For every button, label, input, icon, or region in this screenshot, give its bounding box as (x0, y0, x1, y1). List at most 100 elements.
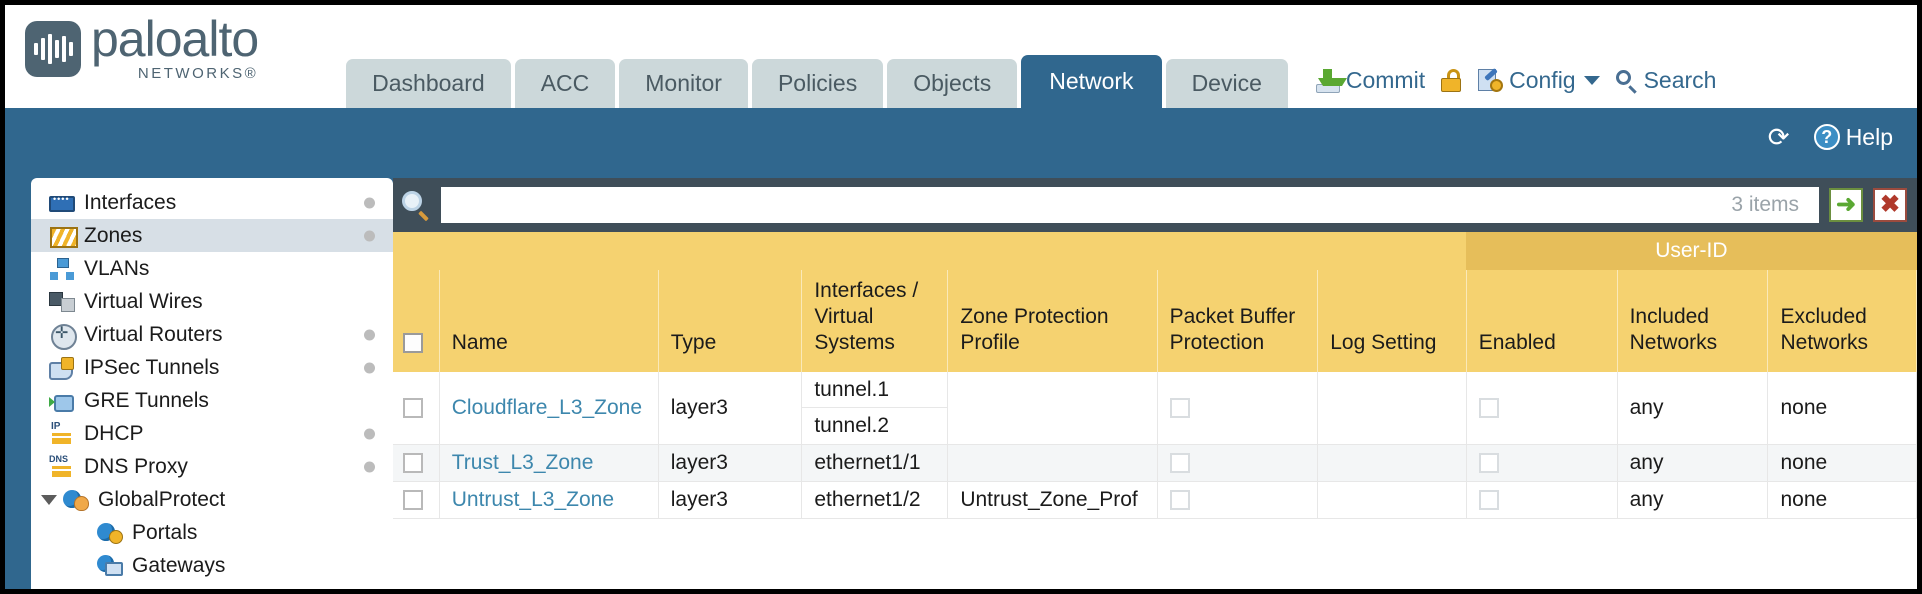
main-nav-tabs: Dashboard ACC Monitor Policies Objects N… (346, 55, 1288, 108)
interface-item: tunnel.2 (814, 414, 890, 437)
sidebar-item-dhcp[interactable]: DHCP (31, 417, 393, 450)
table-row[interactable]: Cloudflare_L3_Zone layer3 tunnel.1 tunne… (393, 372, 1917, 445)
tab-monitor[interactable]: Monitor (619, 59, 748, 108)
column-header-type[interactable]: Type (658, 270, 803, 372)
sidebar-item-label: VLANs (84, 256, 150, 280)
cell-included-networks: any (1617, 481, 1769, 519)
unlock-icon (1441, 69, 1462, 92)
sidebar-item-vlans[interactable]: VLANs (31, 252, 393, 285)
cell-interfaces: tunnel.1 tunnel.2 (801, 372, 949, 445)
interfaces-icon (49, 194, 75, 212)
row-select-checkbox[interactable] (403, 453, 423, 474)
virtual-wires-icon (49, 291, 75, 313)
column-header-name[interactable]: Name (439, 270, 659, 372)
cell-name: Cloudflare_L3_Zone (439, 372, 659, 445)
sidebar-item-label: Gateways (132, 553, 226, 577)
sidebar-item-ipsec-tunnels[interactable]: IPSec Tunnels (31, 351, 393, 384)
sidebar-item-label: GlobalProtect (98, 487, 226, 511)
sidebar-item-globalprotect[interactable]: GlobalProtect (31, 483, 393, 516)
cell-packet-buffer-protection (1157, 444, 1319, 482)
tab-objects[interactable]: Objects (887, 59, 1018, 108)
chevron-down-icon (1583, 76, 1600, 85)
column-header-excluded-networks[interactable]: Excluded Networks (1767, 270, 1917, 372)
gre-tunnels-icon (49, 390, 75, 412)
select-all-checkbox[interactable] (403, 333, 423, 354)
unlock-button[interactable] (1441, 69, 1462, 92)
refresh-icon[interactable]: ⟳ (1767, 122, 1790, 152)
commit-label: Commit (1345, 67, 1426, 93)
group-header-userid: User-ID (1466, 232, 1917, 270)
userid-enabled-checkbox[interactable] (1478, 453, 1499, 474)
userid-enabled-checkbox[interactable] (1478, 398, 1499, 419)
userid-enabled-checkbox[interactable] (1478, 490, 1499, 511)
zone-link[interactable]: Untrust_L3_Zone (451, 488, 615, 511)
tab-policies[interactable]: Policies (751, 59, 884, 108)
cell-interfaces: ethernet1/1 (801, 444, 949, 482)
config-menu-button[interactable]: Config (1478, 67, 1600, 94)
status-dot (364, 362, 375, 373)
main-content: 3 items ➜ ✖ (393, 178, 1917, 589)
sidebar-item-portals[interactable]: Portals (31, 516, 393, 549)
sidebar-item-label: Virtual Wires (84, 289, 203, 313)
zone-link[interactable]: Cloudflare_L3_Zone (451, 396, 643, 419)
cell-included-networks: any (1617, 372, 1769, 445)
expander-triangle-icon[interactable] (41, 494, 57, 505)
column-header-zone-protection-profile[interactable]: Zone Protection Profile (947, 270, 1158, 372)
packet-buffer-protection-checkbox[interactable] (1169, 490, 1190, 511)
column-header-log-setting[interactable]: Log Setting (1317, 270, 1467, 372)
row-select-cell (393, 444, 440, 482)
column-header-interfaces[interactable]: Interfaces / Virtual Systems (801, 270, 949, 372)
row-select-cell (393, 481, 440, 519)
sidebar-item-dns-proxy[interactable]: DNS Proxy (31, 450, 393, 483)
commit-button[interactable]: Commit (1315, 67, 1426, 94)
cell-excluded-networks: none (1767, 481, 1917, 519)
header-actions: Commit Config Search (1315, 67, 1717, 108)
cell-included-networks: any (1617, 444, 1769, 482)
sidebar-item-label: DHCP (84, 421, 144, 445)
sidebar-item-gre-tunnels[interactable]: GRE Tunnels (31, 384, 393, 417)
dns-proxy-icon (49, 454, 75, 478)
table-body: Cloudflare_L3_Zone layer3 tunnel.1 tunne… (393, 372, 1917, 519)
packet-buffer-protection-checkbox[interactable] (1169, 398, 1190, 419)
cell-zone-protection-profile (947, 372, 1158, 445)
cell-excluded-networks: none (1767, 372, 1917, 445)
column-header-packet-buffer-protection[interactable]: Packet Buffer Protection (1157, 270, 1319, 372)
group-header-spacer (393, 232, 1467, 270)
config-icon (1478, 67, 1504, 92)
cell-zone-protection-profile: Untrust_Zone_Prof (947, 481, 1158, 519)
apply-filter-button[interactable]: ➜ (1829, 188, 1863, 222)
search-button[interactable]: Search (1615, 67, 1717, 94)
search-label: Search (1643, 67, 1717, 93)
clear-filter-button[interactable]: ✖ (1873, 188, 1907, 222)
sidebar-item-interfaces[interactable]: Interfaces (31, 186, 393, 219)
filter-toolbar: 3 items ➜ ✖ (393, 178, 1917, 232)
tab-acc[interactable]: ACC (514, 59, 616, 108)
tab-dashboard[interactable]: Dashboard (346, 59, 511, 108)
portals-icon (97, 522, 123, 544)
table-row[interactable]: Untrust_L3_Zone layer3 ethernet1/2 Untru… (393, 481, 1917, 519)
sub-toolbar: ⟳ ? Help (5, 108, 1917, 166)
sidebar-item-virtual-routers[interactable]: Virtual Routers (31, 318, 393, 351)
cell-userid-enabled (1466, 372, 1618, 445)
tab-device[interactable]: Device (1165, 59, 1288, 108)
tab-network[interactable]: Network (1021, 55, 1162, 108)
search-input[interactable]: 3 items (441, 187, 1819, 223)
cell-packet-buffer-protection (1157, 481, 1319, 519)
sidebar-item-virtual-wires[interactable]: Virtual Wires (31, 285, 393, 318)
zone-link[interactable]: Trust_L3_Zone (451, 451, 594, 474)
cell-log-setting (1317, 481, 1467, 519)
column-header-enabled[interactable]: Enabled (1466, 270, 1618, 372)
dhcp-icon (49, 421, 75, 445)
magnifier-icon[interactable] (401, 190, 431, 222)
row-select-checkbox[interactable] (403, 398, 423, 419)
packet-buffer-protection-checkbox[interactable] (1169, 453, 1190, 474)
column-header-included-networks[interactable]: Included Networks (1617, 270, 1769, 372)
help-button[interactable]: ? Help (1813, 124, 1893, 151)
cell-userid-enabled (1466, 444, 1618, 482)
cell-name: Trust_L3_Zone (439, 444, 659, 482)
sidebar-item-zones[interactable]: Zones (31, 219, 393, 252)
row-select-checkbox[interactable] (403, 490, 423, 511)
table-row[interactable]: Trust_L3_Zone layer3 ethernet1/1 (393, 444, 1917, 482)
cell-type: layer3 (658, 444, 803, 482)
sidebar-item-gateways[interactable]: Gateways (31, 549, 393, 582)
